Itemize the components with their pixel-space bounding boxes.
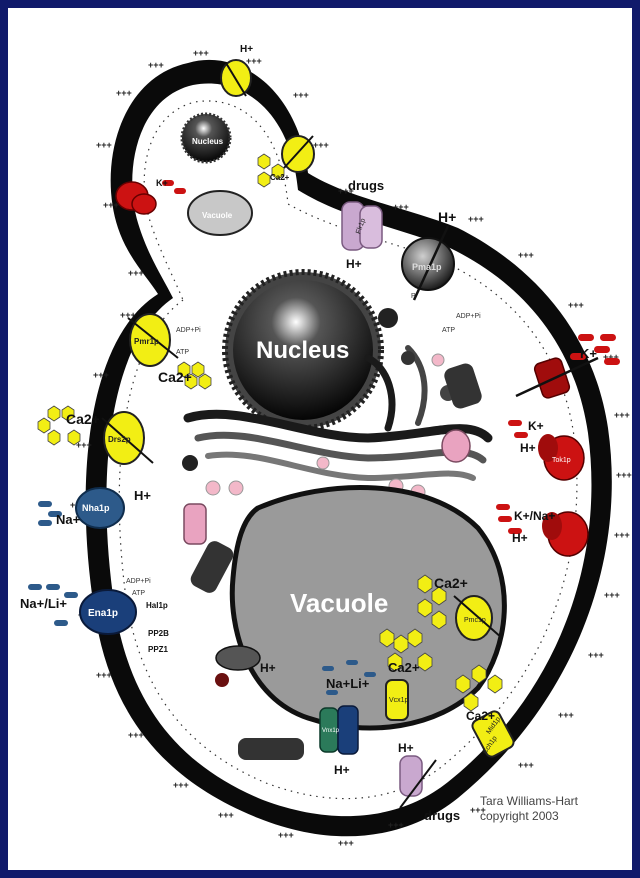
vcx1p-transporter: Vcx1p: [386, 680, 409, 720]
svg-text:+++: +++: [116, 88, 132, 98]
ca-label-1: Ca2+: [158, 369, 192, 385]
svg-text:+++: +++: [604, 590, 620, 600]
svg-text:ATP: ATP: [132, 590, 145, 597]
svg-text:+++: +++: [616, 470, 632, 480]
vnx1p-antiporter: Vnx1p: [320, 706, 358, 754]
yeast-cell-diagram: +++++++++ +++++++++ +++++++++ +++++++++ …: [8, 8, 632, 870]
h-label-bud: H+: [240, 44, 253, 55]
svg-text:+++: +++: [148, 60, 164, 70]
cell-diagram-canvas: +++++++++ +++++++++ +++++++++ +++++++++ …: [8, 8, 632, 870]
svg-text:+++: +++: [278, 830, 294, 840]
svg-text:ATP: ATP: [176, 349, 189, 356]
svg-text:P: P: [411, 293, 416, 300]
svg-text:+++: +++: [96, 140, 112, 150]
svg-text:ADP+Pi: ADP+Pi: [126, 578, 151, 585]
svg-text:+++: +++: [313, 140, 329, 150]
h-label-bottom-pump: H+: [398, 741, 414, 755]
nucleus-small: Nucleus: [182, 114, 230, 162]
svg-text:+++: +++: [293, 90, 309, 100]
credit-copyright: copyright 2003: [480, 809, 578, 824]
svg-text:+++: +++: [588, 650, 604, 660]
svg-text:+++: +++: [393, 202, 409, 212]
svg-text:+++: +++: [614, 410, 630, 420]
svg-text:Vacuole: Vacuole: [202, 211, 233, 220]
svg-text:PP2B: PP2B: [148, 629, 169, 638]
h-label-vatpase: H+: [260, 661, 276, 675]
svg-text:Drs2p: Drs2p: [108, 435, 131, 444]
ca-label-vcx1p: Ca2+: [388, 660, 420, 675]
svg-text:+++: +++: [558, 710, 574, 720]
svg-text:Nucleus: Nucleus: [256, 337, 349, 364]
na-li-outside-label: Na+/Li+: [20, 596, 67, 611]
h-label-nha1p: H+: [134, 488, 151, 503]
svg-text:+++: +++: [614, 530, 630, 540]
ca-label-mid1p: Ca2+: [466, 709, 495, 723]
ca-label-bud: Ca2+: [270, 173, 290, 182]
svg-text:PPZ1: PPZ1: [148, 645, 169, 654]
svg-text:ATP: ATP: [442, 327, 455, 334]
vacuole-small: Vacuole: [188, 191, 252, 235]
svg-text:+++: +++: [338, 838, 354, 848]
svg-text:Hal1p: Hal1p: [146, 601, 168, 610]
svg-text:Ena1p: Ena1p: [88, 608, 118, 619]
svg-text:+++: +++: [468, 214, 484, 224]
svg-text:+++: +++: [173, 780, 189, 790]
drugs-label-bottom: drugs: [424, 808, 460, 823]
svg-text:+++: +++: [246, 56, 262, 66]
svg-text:Vacuole: Vacuole: [290, 588, 388, 618]
svg-text:Vnx1p: Vnx1p: [322, 728, 340, 734]
h-label-pma1p: H+: [438, 209, 456, 225]
nha1p-transporter: Nha1p: [76, 488, 124, 528]
svg-text:Pma1p: Pma1p: [412, 262, 442, 272]
svg-text:+++: +++: [518, 760, 534, 770]
svg-text:ADP+Pi: ADP+Pi: [456, 313, 481, 320]
ca-label-2: Ca2+: [66, 411, 100, 427]
na-li-inside-label: Na+Li+: [326, 676, 370, 691]
ca-label-pmc1p: Ca2+: [434, 575, 468, 591]
drugs-label-top: drugs: [348, 178, 384, 193]
svg-text:Tok1p: Tok1p: [552, 457, 571, 464]
flr1p-drug-pump: Flr1p: [342, 202, 382, 250]
svg-text:Nha1p: Nha1p: [82, 503, 110, 513]
svg-text:ADP+Pi: ADP+Pi: [176, 327, 201, 334]
svg-text:Pmc1p: Pmc1p: [464, 617, 486, 624]
svg-text:+++: +++: [193, 48, 209, 58]
k-label-tok1p: K+: [528, 419, 544, 433]
hk-label-bud: K+: [156, 178, 168, 188]
credit-author: Tara Williams-Hart: [480, 794, 578, 809]
svg-text:Pmr1p: Pmr1p: [134, 337, 159, 346]
svg-text:+++: +++: [218, 810, 234, 820]
credit-block: Tara Williams-Hart copyright 2003: [480, 794, 578, 824]
bud-calcium-transporter: [282, 136, 314, 172]
svg-text:Vcx1p: Vcx1p: [389, 697, 409, 704]
ena1p-transporter: Ena1p: [80, 590, 136, 634]
svg-text:+++: +++: [96, 670, 112, 680]
svg-text:+++: +++: [388, 820, 404, 830]
h-label-flr1p: H+: [346, 257, 362, 271]
svg-text:+++: +++: [128, 730, 144, 740]
na-label-1: Na+: [56, 512, 81, 527]
h-label-vnx1p: H+: [334, 763, 350, 777]
h-label-kna: H+: [512, 531, 528, 545]
svg-text:+++: +++: [568, 300, 584, 310]
svg-text:+++: +++: [128, 268, 144, 278]
svg-text:+++: +++: [93, 370, 109, 380]
svg-text:+++: +++: [518, 250, 534, 260]
nucleus-large: Nucleus: [225, 272, 381, 428]
svg-text:Nucleus: Nucleus: [192, 137, 224, 146]
bud-proton-transporter: [221, 60, 251, 96]
h-label-tok1p: H+: [520, 441, 536, 455]
k-label-trk: K+: [580, 346, 597, 361]
k-na-label: K+/Na+: [514, 509, 555, 523]
